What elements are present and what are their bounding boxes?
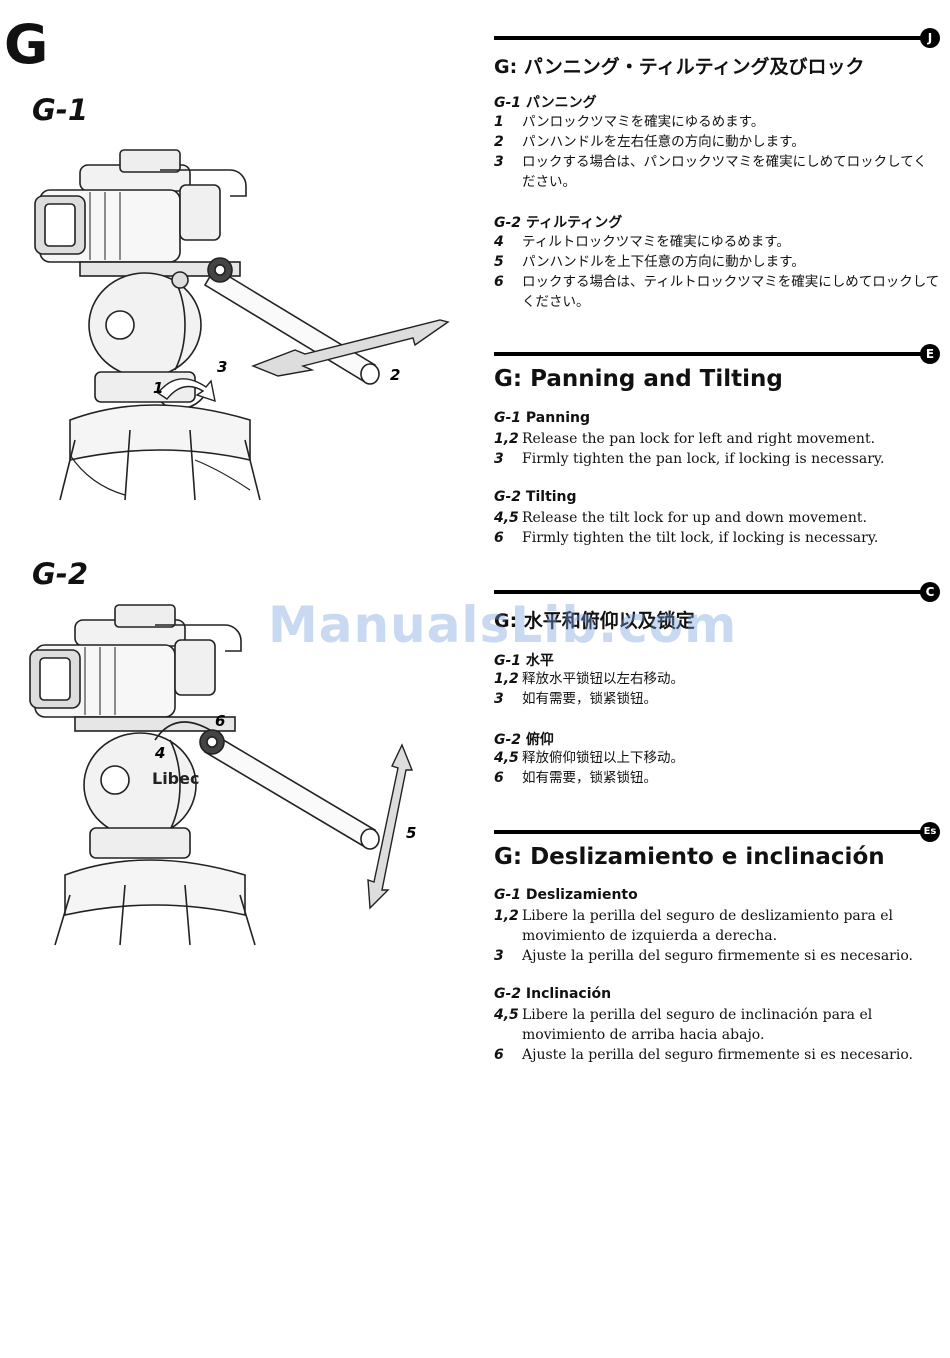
language-badge-es: Es bbox=[920, 822, 940, 842]
figure-label-g2: G-2 bbox=[32, 557, 89, 591]
subheading-tilting: G-2 Tilting bbox=[494, 489, 577, 505]
subheading-panning: G-1 水平 bbox=[494, 653, 554, 669]
figure-g2-tilting: Libec 4 5 6 bbox=[20, 600, 480, 950]
callout-6: 6 bbox=[215, 712, 225, 730]
section-spanish: Es G: Deslizamiento e inclinación G-1 De… bbox=[494, 822, 940, 1080]
section-rule bbox=[494, 590, 924, 594]
tripod-head-illustration: 1 2 3 bbox=[34, 149, 450, 500]
section-title: G: 水平和俯仰以及锁定 bbox=[494, 610, 695, 632]
section-title: G: Deslizamiento e inclinación bbox=[494, 844, 885, 870]
callout-4: 4 bbox=[154, 744, 165, 762]
callout-2: 2 bbox=[390, 366, 400, 384]
language-badge-j: J bbox=[920, 28, 940, 48]
section-rule bbox=[494, 36, 924, 40]
callout-3: 3 bbox=[217, 358, 227, 376]
figure-g1-panning: 1 2 3 bbox=[20, 140, 480, 500]
callout-1: 1 bbox=[153, 379, 163, 397]
subheading-tilting: G-2 Inclinación bbox=[494, 986, 612, 1002]
section-title: G: Panning and Tilting bbox=[494, 366, 783, 392]
subheading-panning: G-1 パンニング bbox=[494, 95, 597, 111]
figure-label-g1: G-1 bbox=[32, 93, 89, 127]
subheading-tilting: G-2 俯仰 bbox=[494, 732, 554, 748]
section-rule bbox=[494, 352, 924, 356]
section-english: E G: Panning and Tilting G-1 Panning 1,2… bbox=[494, 344, 940, 562]
subheading-panning: G-1 Panning bbox=[494, 410, 590, 426]
watermark: ManualsLib.com bbox=[268, 596, 738, 654]
callout-5: 5 bbox=[406, 824, 416, 842]
brand-label: Libec bbox=[152, 769, 199, 788]
section-rule bbox=[494, 830, 924, 834]
subheading-tilting: G-2 ティルティング bbox=[494, 215, 623, 231]
language-badge-c: C bbox=[920, 582, 940, 602]
tripod-head-tilt-illustration: Libec 4 5 6 bbox=[29, 604, 416, 946]
section-letter: G bbox=[4, 13, 49, 76]
language-badge-e: E bbox=[920, 344, 940, 364]
section-title: G: パンニング・ティルティング及びロック bbox=[494, 56, 865, 78]
subheading-panning: G-1 Deslizamiento bbox=[494, 887, 638, 903]
